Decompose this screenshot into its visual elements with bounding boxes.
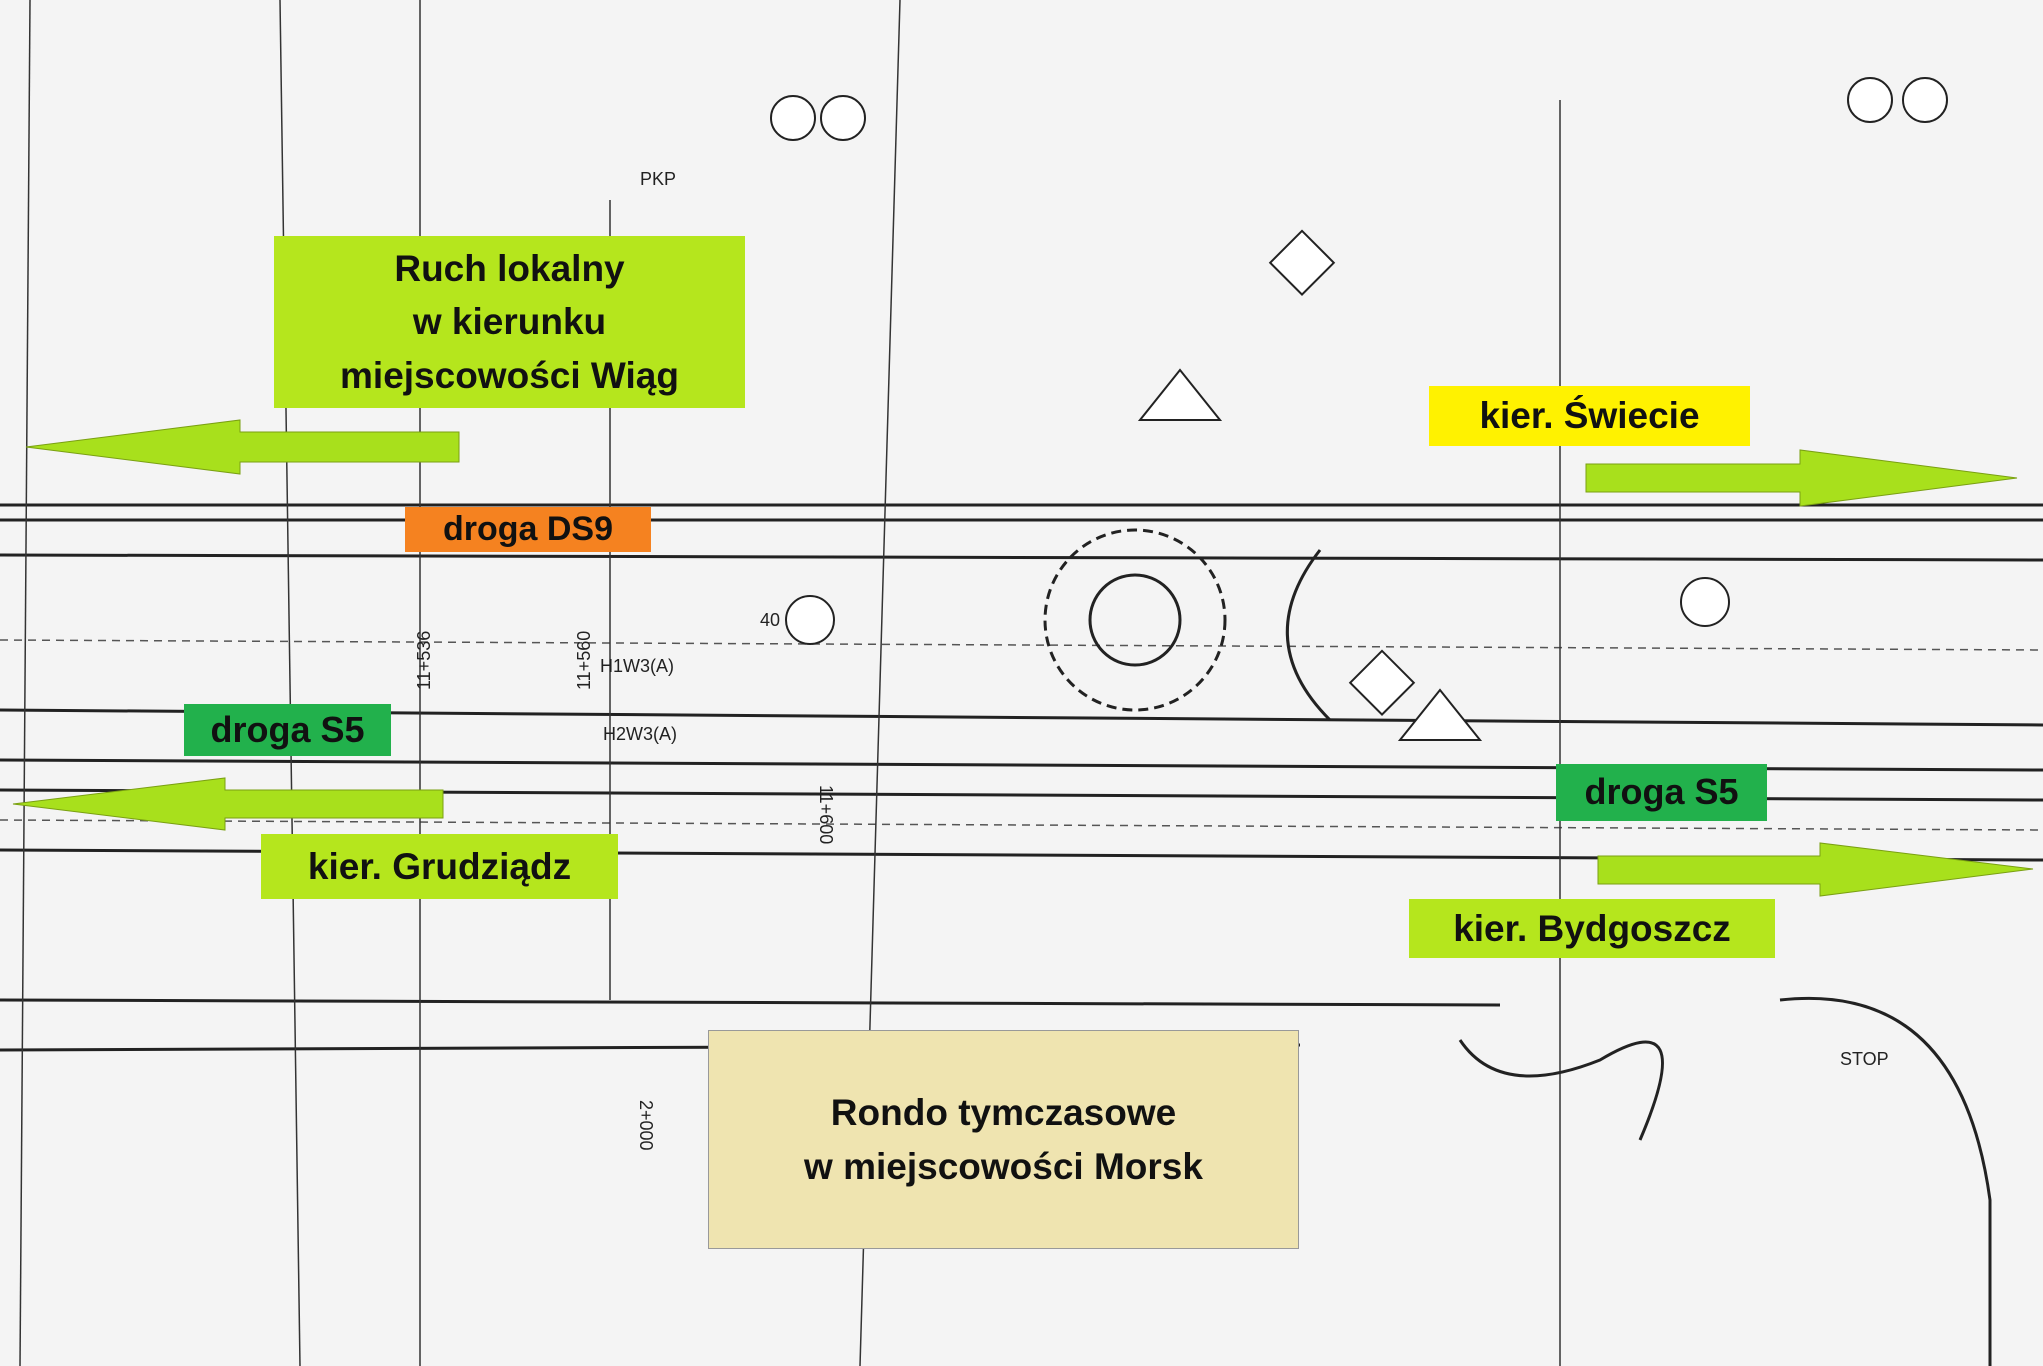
road-s5-label-right: droga S5	[1556, 764, 1767, 821]
label-line: miejscowości Wiąg	[340, 354, 679, 396]
label-line: w miejscowości Morsk	[804, 1145, 1203, 1187]
chainage-text: 11+600	[816, 785, 836, 844]
speed-sign-text: 40	[760, 610, 780, 630]
arrow-right-swiecie	[1585, 449, 2018, 507]
arrow-left-grudziadz	[12, 777, 444, 831]
direction-swiecie-label: kier. Świecie	[1429, 386, 1750, 446]
arrow-right-bydgoszcz	[1597, 842, 2034, 897]
roundabout-drawing	[1043, 528, 1992, 1366]
lane-label: H2W3(A)	[603, 724, 677, 744]
label-line: w kierunku	[412, 301, 607, 343]
sign-symbols	[770, 77, 1948, 741]
local-traffic-label: Ruch lokalny w kierunku miejscowości Wią…	[274, 236, 745, 408]
road-s5-label-left: droga S5	[184, 704, 391, 756]
chainage-text: 11+560	[574, 631, 594, 690]
chainage-text: 2+000	[636, 1100, 656, 1151]
chainage-text: 11+536	[414, 631, 434, 690]
label-line: Ruch lokalny	[394, 247, 625, 289]
label-line: Rondo tymczasowe	[830, 1091, 1177, 1133]
temporary-roundabout-label: Rondo tymczasowe w miejscowości Morsk	[708, 1030, 1299, 1249]
direction-arrows	[12, 419, 2034, 897]
stop-sign-text: STOP	[1840, 1049, 1889, 1069]
direction-grudziadz-label: kier. Grudziądz	[261, 834, 618, 899]
arrow-left-wiag	[25, 419, 460, 475]
road-ds9-label: droga DS9	[405, 507, 651, 552]
lane-label: H1W3(A)	[600, 656, 674, 676]
direction-bydgoszcz-label: kier. Bydgoszcz	[1409, 899, 1775, 958]
pkp-text: PKP	[640, 169, 676, 189]
